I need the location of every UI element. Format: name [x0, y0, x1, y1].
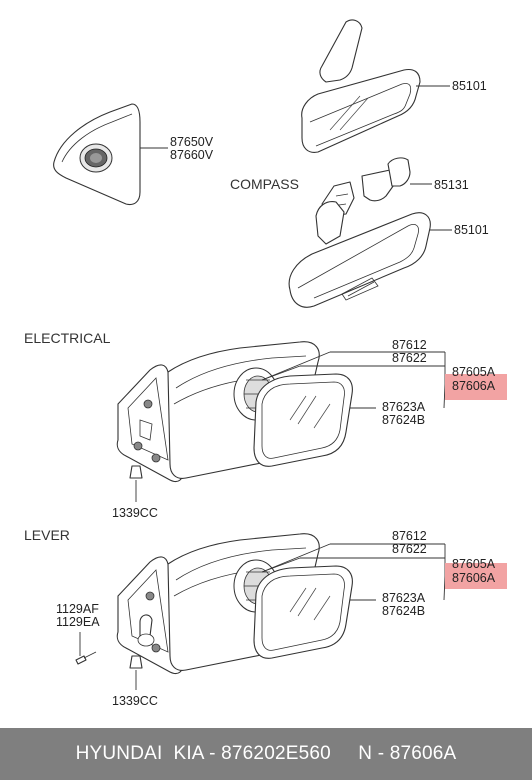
label-1339cc-electrical: 1339CC — [112, 506, 158, 520]
mirror-cover — [53, 103, 168, 206]
label-87622-lever: 87622 — [392, 542, 427, 556]
label-87605a-lever: 87605A — [452, 557, 496, 571]
parts-diagram: 85101 87650V 87660V COMPASS 85131 85101 … — [24, 19, 507, 708]
label-87660v: 87660V — [170, 148, 214, 162]
compass-bracket — [361, 157, 432, 202]
highlight-electrical-87606a — [445, 374, 507, 400]
label-87623a-lever: 87623A — [382, 591, 426, 605]
footer-part-number: HYUNDAI KIA - 876202E560 N - 87606A — [75, 743, 457, 764]
label-87622-electrical: 87622 — [392, 351, 427, 365]
section-title-electrical: ELECTRICAL — [24, 330, 111, 346]
lever-mirror — [75, 533, 446, 690]
footer-bar: HYUNDAI KIA - 876202E560 N - 87606A — [0, 728, 532, 780]
label-1339cc-lever: 1339CC — [112, 694, 158, 708]
label-87612-lever: 87612 — [392, 529, 427, 543]
label-87650v: 87650V — [170, 135, 214, 149]
inside-mirror-top — [301, 19, 450, 153]
label-85101-top: 85101 — [452, 79, 487, 93]
label-87624b-lever: 87624B — [382, 604, 425, 618]
label-87606a-lever: 87606A — [452, 571, 496, 585]
label-85131: 85131 — [434, 178, 469, 192]
electrical-mirror — [116, 341, 446, 502]
label-87605a-electrical: 87605A — [452, 365, 496, 379]
inside-mirror-compass — [288, 181, 452, 308]
section-title-compass: COMPASS — [230, 176, 299, 192]
highlight-lever-87606a — [445, 563, 507, 589]
label-87612-electrical: 87612 — [392, 338, 427, 352]
label-85101-compass: 85101 — [454, 223, 489, 237]
label-1129ea-lever: 1129EA — [56, 615, 100, 629]
section-title-lever: LEVER — [24, 527, 70, 543]
label-87623a-electrical: 87623A — [382, 400, 426, 414]
label-87606a-electrical: 87606A — [452, 379, 496, 393]
label-87624b-electrical: 87624B — [382, 413, 425, 427]
label-1129af-lever: 1129AF — [56, 602, 99, 616]
